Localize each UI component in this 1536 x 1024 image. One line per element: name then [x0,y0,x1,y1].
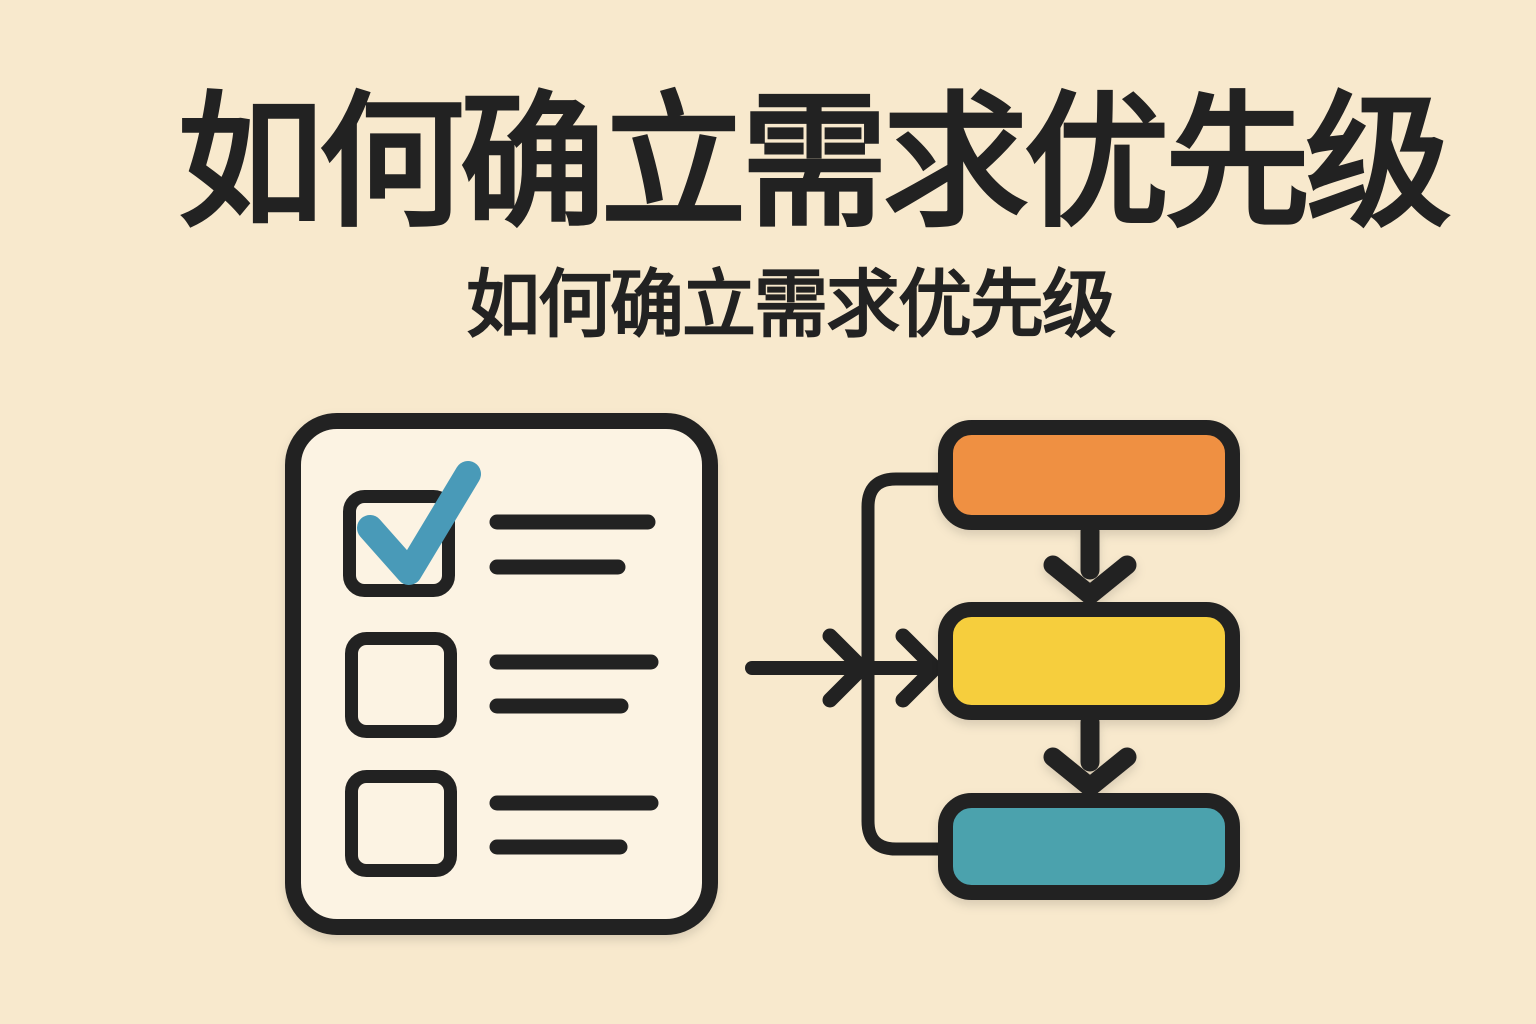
page-subtitle: 如何确立需求优先级 [466,263,1116,346]
checkbox-3-empty [345,770,457,877]
page-title: 如何确立需求优先级 [177,81,1452,244]
flow-step-3-box [938,793,1240,900]
flow-step-2-box [938,602,1240,720]
flowchart-icon [938,420,1240,900]
checkmark-icon [357,461,481,585]
flow-step-1-box [938,420,1240,530]
right-arrow-icon [745,628,943,708]
bracket-connector [861,472,947,856]
checkbox-2-empty [345,632,457,738]
checklist-document-icon [285,413,718,935]
down-arrow-icon [1043,521,1137,605]
down-arrow-icon [1043,712,1137,797]
